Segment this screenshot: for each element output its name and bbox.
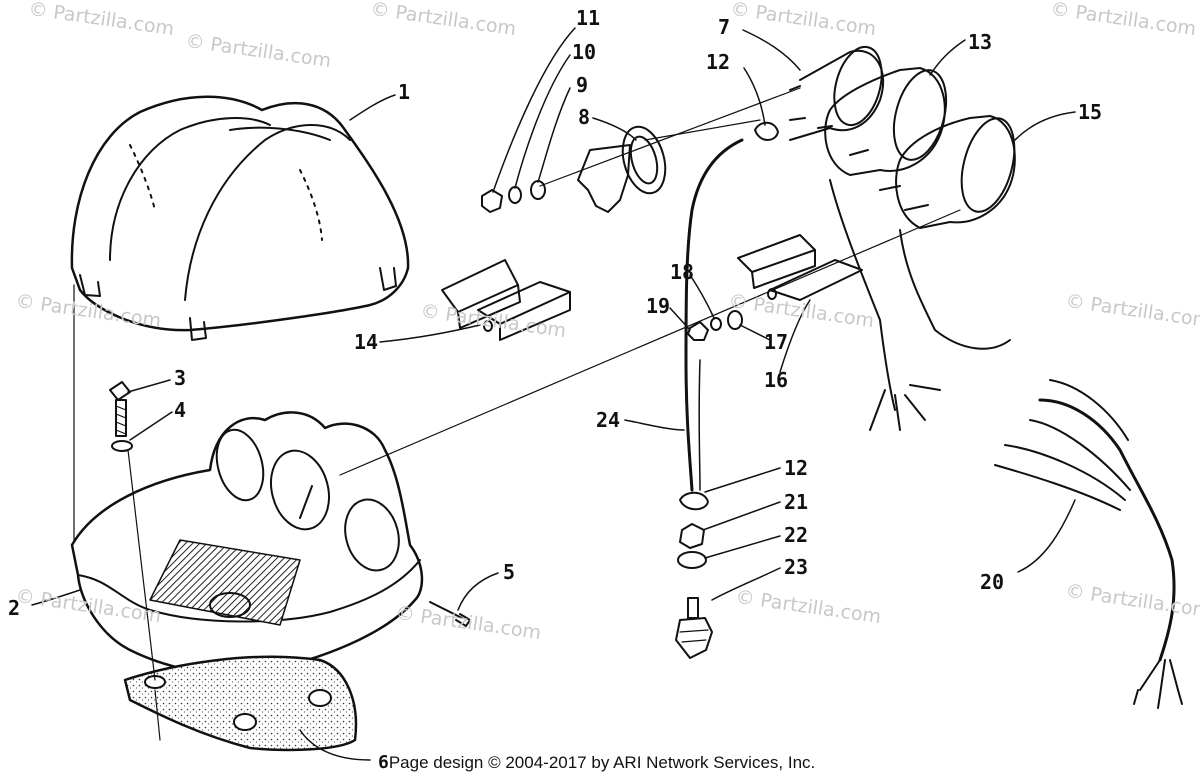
callout-12-lower: 12 xyxy=(784,456,809,480)
left-bracket-part xyxy=(441,259,571,341)
callout-11: 11 xyxy=(576,6,601,30)
washer-part-18 xyxy=(710,317,722,331)
screw-part xyxy=(109,381,131,437)
callout-7: 7 xyxy=(718,15,731,39)
nut-part-21 xyxy=(679,523,705,549)
callout-17: 17 xyxy=(764,330,789,354)
callout-19: 19 xyxy=(646,294,671,318)
speedometer-cable xyxy=(684,138,744,492)
callout-21: 21 xyxy=(784,490,809,514)
callout-12: 12 xyxy=(706,50,731,74)
callout-16: 16 xyxy=(764,368,789,392)
clip-part xyxy=(754,121,779,141)
clamp-bracket-part xyxy=(577,125,667,213)
gauge-wires-13 xyxy=(829,179,896,411)
callout-13: 13 xyxy=(968,30,993,54)
callout-8: 8 xyxy=(578,105,591,129)
callout-9: 9 xyxy=(576,73,589,97)
washer-part-17 xyxy=(727,310,743,330)
gauge-15 xyxy=(895,115,1016,229)
callout-20: 20 xyxy=(980,570,1005,594)
callout-2: 2 xyxy=(8,596,21,620)
gauge-fasteners xyxy=(789,85,929,211)
callout-5: 5 xyxy=(503,560,516,584)
callout-24: 24 xyxy=(596,408,621,432)
gauge-wires-15 xyxy=(899,229,1011,350)
gauge-7 xyxy=(789,45,885,141)
leader-lines xyxy=(31,27,1076,761)
drive-fitting-part-23 xyxy=(675,597,713,659)
washer-part xyxy=(111,440,133,452)
callout-15: 15 xyxy=(1078,100,1103,124)
right-bracket-part xyxy=(737,234,863,301)
copyright-text: Page design © 2004-2017 by ARI Network S… xyxy=(388,753,816,772)
callout-10: 10 xyxy=(572,40,597,64)
alignment-lines xyxy=(73,87,961,741)
callout-18: 18 xyxy=(670,260,695,284)
callout-3: 3 xyxy=(174,366,187,390)
callout-6: 6 xyxy=(378,752,389,773)
gauge-13 xyxy=(824,67,948,176)
clip-part-lower xyxy=(679,491,709,511)
callout-14: 14 xyxy=(354,330,379,354)
wire-harness-part xyxy=(994,379,1183,709)
small-screw-part xyxy=(429,601,471,627)
hood-cover-part xyxy=(70,95,410,341)
callout-22: 22 xyxy=(784,523,809,547)
base-pad-part xyxy=(123,655,358,752)
nut-part-19 xyxy=(687,321,709,341)
callout-4: 4 xyxy=(174,398,187,422)
nut-washer-stack xyxy=(481,180,546,213)
gauge-wire-ends xyxy=(869,384,941,431)
callout-23: 23 xyxy=(784,555,809,579)
callout-1: 1 xyxy=(398,80,411,104)
footer-copyright: 6Page design © 2004-2017 by ARI Network … xyxy=(378,752,815,773)
washer-part-22 xyxy=(677,551,707,569)
